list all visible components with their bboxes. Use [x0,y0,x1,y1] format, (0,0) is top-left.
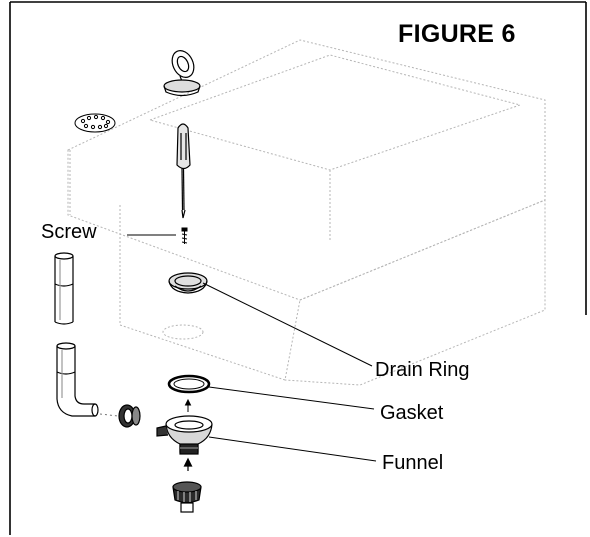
sink-tank-outline [67,39,546,386]
elbow-pipe-icon [56,342,99,417]
stopper-icon [163,50,201,97]
screwdriver-icon [176,123,191,219]
figure-title: FIGURE 6 [398,20,516,48]
straight-pipe-icon [54,252,74,325]
arrow-up-icon [183,457,193,471]
funnel-label: Funnel [382,452,444,474]
screw-icon [181,227,188,244]
gasket-label: Gasket [380,402,444,424]
screw-label: Screw [41,221,97,243]
drain-ring-leader-line [202,282,373,367]
funnel-icon [156,415,213,455]
arrow-up-icon [184,398,192,412]
funnel-leader-line [208,436,377,462]
coupling-nut-icon [118,404,141,428]
drain-ring-label: Drain Ring [375,359,470,381]
drain-ring-icon [168,272,208,294]
strainer-plate-icon [74,113,116,133]
gasket-icon [167,374,211,394]
alignment-line [99,413,119,417]
drain-cap-icon [172,481,202,513]
figure-border [9,1,587,535]
gasket-leader-line [208,386,375,410]
